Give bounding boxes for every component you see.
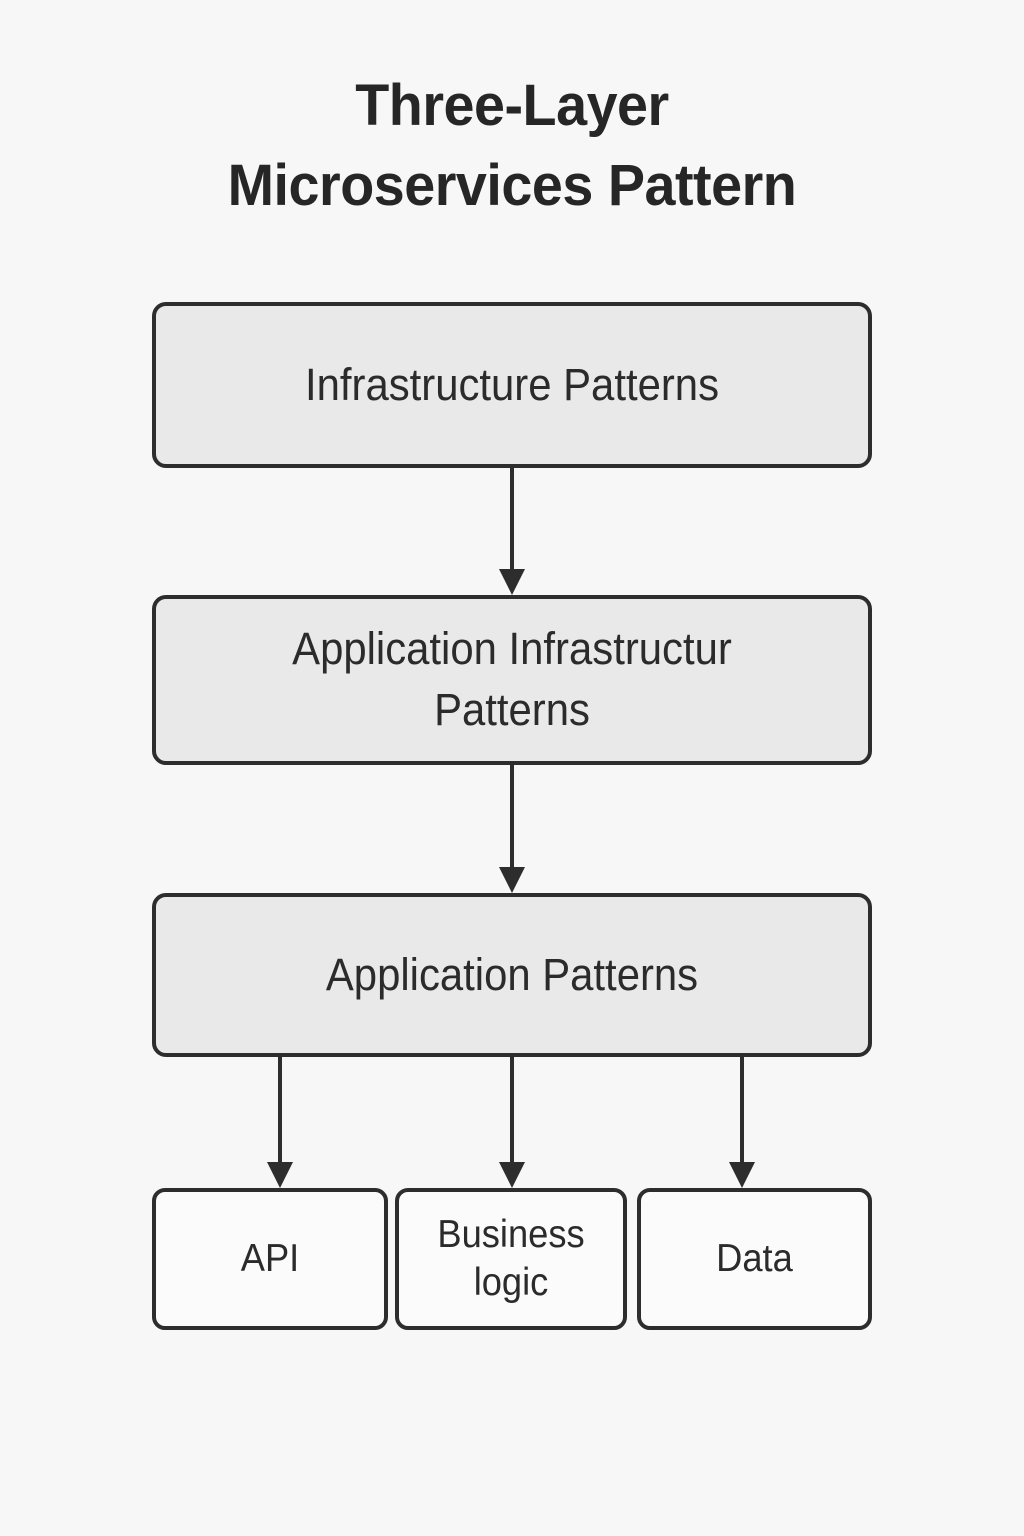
node-application-infrastructure-patterns[interactable]: Application Infrastructur Patterns xyxy=(152,595,872,765)
node-label-api: API xyxy=(240,1237,300,1281)
arrow-head-down-icon xyxy=(267,1162,293,1188)
arrow-head-down-icon xyxy=(499,569,525,595)
arrow-head-down-icon xyxy=(499,867,525,893)
node-label-application-infrastructure-patterns: Application Infrastructur Patterns xyxy=(292,623,732,735)
arrow-head-down-icon xyxy=(729,1162,755,1188)
node-label-data: Data xyxy=(716,1237,793,1281)
connector-line xyxy=(510,468,514,569)
connector-line xyxy=(740,1057,744,1162)
connector-line xyxy=(510,765,514,867)
connector-line xyxy=(278,1057,282,1162)
arrow-head-down-icon xyxy=(499,1162,525,1188)
node-application-patterns[interactable]: Application Patterns xyxy=(152,893,872,1057)
node-data[interactable]: Data xyxy=(637,1188,872,1330)
node-label-business-logic: Business logic xyxy=(437,1213,585,1304)
node-label-application-patterns: Application Patterns xyxy=(325,948,699,1000)
connector-line xyxy=(510,1057,514,1162)
diagram-title: Three-Layer Microservices Pattern xyxy=(227,73,797,219)
node-business-logic[interactable]: Business logic xyxy=(395,1188,627,1330)
node-infrastructure-patterns[interactable]: Infrastructure Patterns xyxy=(152,302,872,468)
node-api[interactable]: API xyxy=(152,1188,388,1330)
node-label-infrastructure-patterns: Infrastructure Patterns xyxy=(304,358,720,410)
